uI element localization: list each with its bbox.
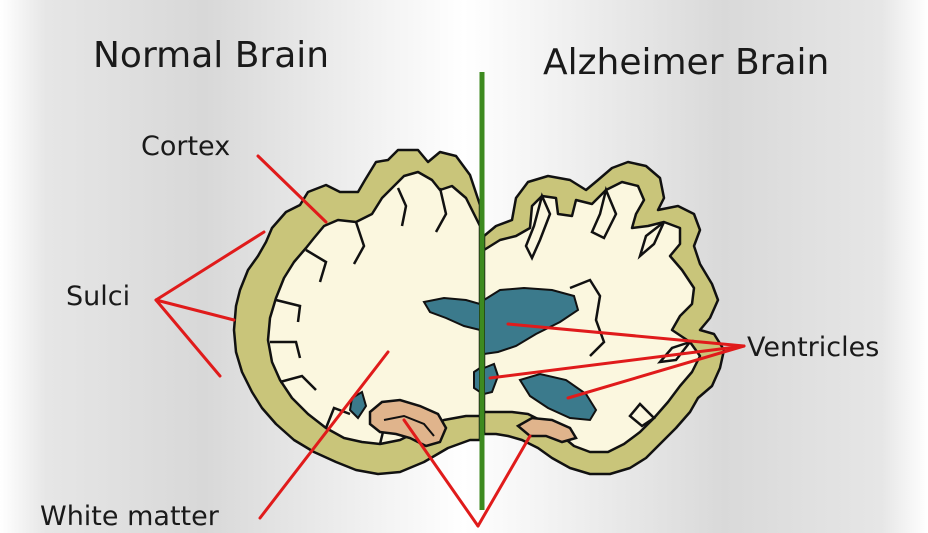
normal-ventricle bbox=[474, 368, 480, 392]
ventricles-label: Ventricles bbox=[747, 334, 879, 361]
cortex-label: Cortex bbox=[141, 133, 230, 160]
normal-brain-title: Normal Brain bbox=[93, 38, 329, 74]
alzheimer-brain-title: Alzheimer Brain bbox=[543, 45, 829, 81]
white-matter-label: White matter bbox=[40, 503, 219, 530]
sulci-label: Sulci bbox=[66, 283, 130, 310]
